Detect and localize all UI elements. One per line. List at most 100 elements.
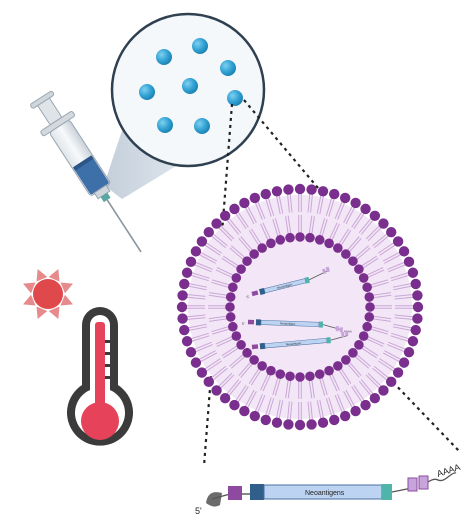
sun-ray xyxy=(48,306,60,319)
lipid-head xyxy=(398,357,410,368)
lipid-head xyxy=(341,249,351,259)
lipid-head xyxy=(177,313,188,324)
nanoparticle xyxy=(194,118,210,134)
lipid-head xyxy=(179,324,190,336)
lipid-head xyxy=(360,399,371,411)
lipid-head xyxy=(219,210,231,221)
lipid-head xyxy=(386,226,397,238)
insert-label: Neoantigens xyxy=(305,490,345,497)
lipid-head xyxy=(410,278,421,290)
lipid-head xyxy=(225,312,236,322)
nanoparticle-zoom xyxy=(110,12,266,168)
lipid-head xyxy=(392,236,404,247)
lipid-head xyxy=(185,256,197,268)
sun-ray xyxy=(48,269,60,282)
nanoparticle xyxy=(157,117,173,133)
lipid-head xyxy=(369,210,381,221)
lipid-head xyxy=(229,399,240,411)
lipid-head xyxy=(190,357,202,368)
lipid-head xyxy=(185,346,197,358)
lipid-head xyxy=(378,385,389,396)
lipid-head xyxy=(333,243,343,253)
lipid-head xyxy=(333,361,343,371)
lipid-head xyxy=(203,226,214,238)
mrna-strand-icon: 5' Neoantigen xyxy=(246,266,330,300)
lipid-head xyxy=(324,238,334,249)
lipid-head xyxy=(275,235,286,245)
lipid-head xyxy=(295,232,305,242)
lipid-head xyxy=(260,188,271,200)
lipid-head xyxy=(386,376,397,388)
sun-ray xyxy=(23,282,36,294)
nanoparticle xyxy=(156,49,172,65)
lipid-head xyxy=(190,246,202,257)
five-prime-label: 5' xyxy=(246,295,250,300)
lipid-head xyxy=(362,282,372,293)
kozak-block xyxy=(250,484,264,500)
lipid-head xyxy=(329,188,340,200)
lipid-head xyxy=(249,410,261,422)
five-prime-label: 5' xyxy=(246,347,249,351)
lipid-head xyxy=(350,197,361,209)
sun-ray xyxy=(60,282,73,294)
lipid-head xyxy=(177,290,188,301)
sun-ray xyxy=(60,294,73,306)
lipid-head xyxy=(412,313,423,324)
lipid-head xyxy=(249,249,259,259)
lipid-head xyxy=(285,232,295,243)
lipid-head xyxy=(229,203,240,215)
lipid-head xyxy=(358,273,369,283)
lipid-head xyxy=(295,372,305,382)
lipid-head xyxy=(211,218,222,229)
lipid-head xyxy=(362,321,372,332)
lipid-head xyxy=(378,218,389,229)
lipid-head xyxy=(364,312,375,322)
lipid-head xyxy=(294,419,306,431)
lipid-nanoparticle-icon xyxy=(176,183,424,431)
cap-structure xyxy=(206,492,222,507)
lipid-head xyxy=(339,192,351,204)
mini-insert-label: Neoantigen xyxy=(286,341,302,346)
lipid-head xyxy=(179,278,190,290)
nanoparticle xyxy=(220,60,236,76)
stop-block xyxy=(382,484,392,500)
mrna-construct: 5' Neoantigens AAAA xyxy=(195,462,461,516)
lipid-head xyxy=(283,419,294,430)
mini-insert-label: Neoantigen xyxy=(277,282,293,290)
lipid-head xyxy=(364,292,375,302)
lipid-head xyxy=(225,292,236,302)
lipid-head xyxy=(283,184,294,195)
sun-ray xyxy=(36,306,48,319)
poly-a-tail xyxy=(427,472,457,483)
lipid-head xyxy=(317,186,329,197)
lipid-head xyxy=(324,365,334,376)
lipid-head xyxy=(410,324,421,336)
lipid-head xyxy=(211,385,222,396)
lipid-head xyxy=(236,264,246,274)
lipid-head xyxy=(403,256,415,268)
lipid-head xyxy=(219,393,231,404)
thermometer-icon xyxy=(67,307,133,446)
lipid-head xyxy=(354,340,364,350)
lipid-head xyxy=(271,186,283,197)
lipid-head xyxy=(306,419,317,430)
five-prime-label: 5' xyxy=(195,506,202,516)
lipid-head xyxy=(239,197,250,209)
lipid-head xyxy=(242,348,252,358)
lipid-head xyxy=(403,346,415,358)
lipid-head xyxy=(249,355,259,365)
utr-3-block xyxy=(407,477,418,492)
lipid-head xyxy=(360,203,371,215)
lipid-head xyxy=(228,321,238,332)
lipid-head xyxy=(329,414,340,426)
sun-ray xyxy=(23,294,36,306)
lipid-head xyxy=(239,405,250,417)
lipid-head xyxy=(354,264,364,274)
lipid-head xyxy=(407,336,419,347)
lipid-head xyxy=(369,393,381,404)
lipid-head xyxy=(249,192,261,204)
lipid-head xyxy=(407,267,419,278)
mrna-strand-icon: 5' Neoantigen AAAA xyxy=(242,319,352,334)
lipid-head xyxy=(350,405,361,417)
